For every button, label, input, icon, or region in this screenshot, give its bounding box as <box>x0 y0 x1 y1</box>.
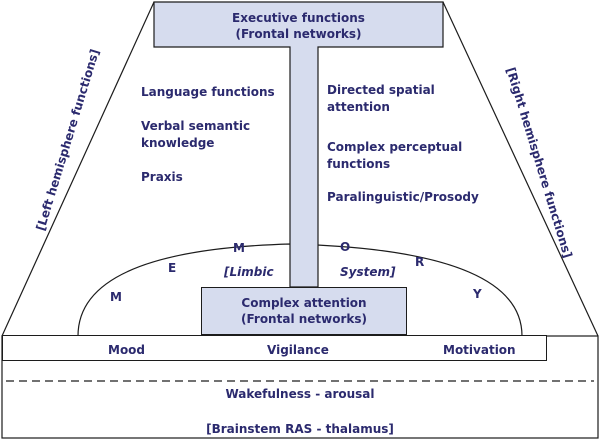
item-complex-perceptual: Complex perceptual <box>327 140 463 154</box>
complex-attention-box <box>201 287 407 335</box>
base-row-box <box>2 335 547 361</box>
complex-attention-line-2: (Frontal networks) <box>240 312 368 326</box>
item-functions: functions <box>327 157 391 171</box>
item-knowledge: knowledge <box>141 136 215 150</box>
item-paralinguistic: Paralinguistic/Prosody <box>327 190 479 204</box>
limbic-label-left: [Limbic <box>224 265 274 279</box>
arousal-line-1: Wakefulness - arousal <box>225 387 375 401</box>
complex-attention-text: Complex attention (Frontal networks) <box>201 295 407 327</box>
label-motivation: Motivation <box>443 343 516 357</box>
item-language-functions: Language functions <box>141 85 275 99</box>
memory-letter-y: Y <box>473 287 482 301</box>
item-attention: attention <box>327 100 390 114</box>
memory-letter-m2: M <box>233 241 245 255</box>
limbic-label-right: System] <box>340 265 396 279</box>
item-verbal-semantic: Verbal semantic <box>141 119 251 133</box>
memory-letter-e: E <box>168 261 177 275</box>
label-vigilance: Vigilance <box>267 343 329 357</box>
memory-letter-r: R <box>415 255 425 269</box>
complex-attention-line-1: Complex attention <box>241 296 367 310</box>
executive-line-2: (Frontal networks) <box>235 27 362 41</box>
item-directed-spatial: Directed spatial <box>327 83 435 97</box>
memory-letter-m1: M <box>110 290 122 304</box>
arousal-line-2: [Brainstem RAS - thalamus] <box>206 422 394 436</box>
memory-letter-o: O <box>340 240 351 254</box>
item-praxis: Praxis <box>141 170 183 184</box>
executive-title: Executive functions (Frontal networks) <box>154 10 443 42</box>
label-mood: Mood <box>108 343 146 357</box>
right-outline <box>442 1 599 337</box>
left-outline <box>1 1 155 337</box>
executive-line-1: Executive functions <box>232 11 365 25</box>
